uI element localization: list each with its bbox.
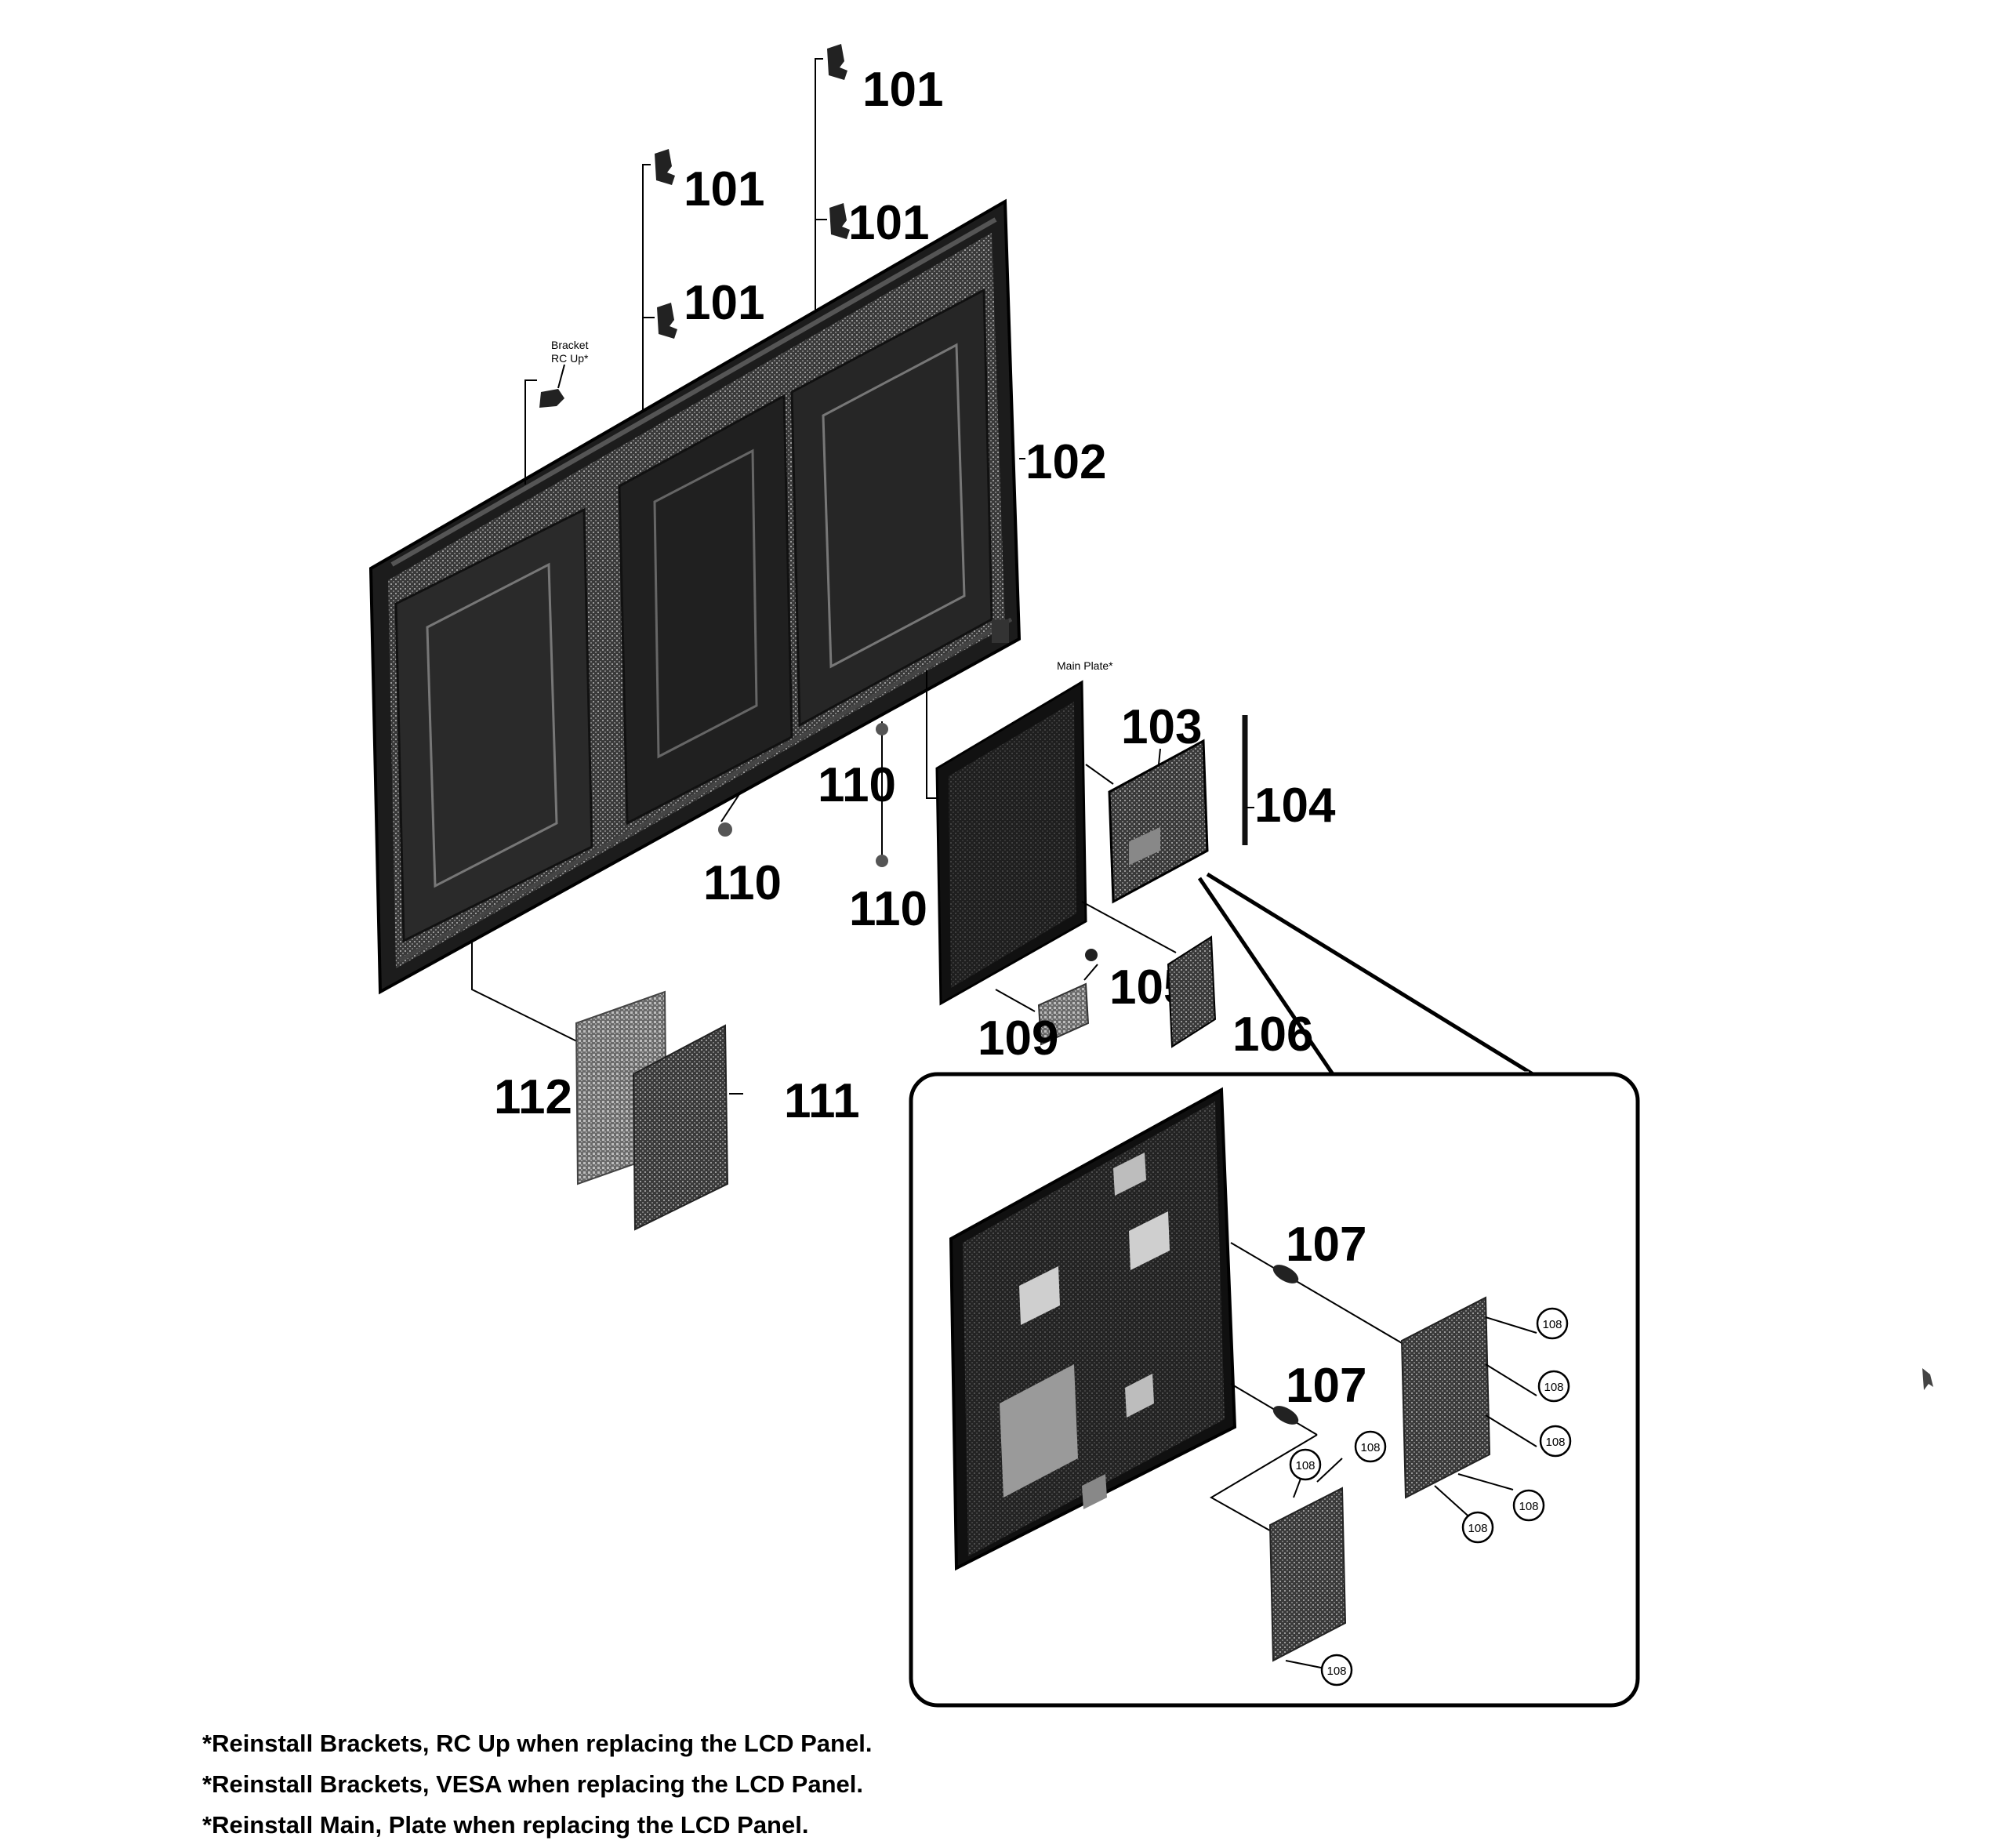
note-main-plate: *Reinstall Main, Plate when replacing th… [202, 1811, 809, 1839]
svg-text:108: 108 [1295, 1459, 1315, 1472]
main-plate [935, 680, 1087, 1006]
main-plate-label: Main Plate* [1057, 659, 1113, 672]
svg-text:108: 108 [1545, 1436, 1565, 1449]
note-brackets-rc-up: *Reinstall Brackets, RC Up when replacin… [202, 1730, 873, 1757]
bracket-rc-up-icon [539, 389, 564, 408]
bracket-101-icon-d [657, 303, 677, 339]
replacement-notes: *Reinstall Brackets, RC Up when replacin… [202, 1723, 872, 1846]
screw-107-b [1272, 1406, 1299, 1425]
callout-104: 104 [1254, 779, 1336, 833]
svg-text:108: 108 [1360, 1441, 1380, 1454]
bracket-101-icon-a [827, 44, 847, 80]
svg-text:108: 108 [1326, 1665, 1346, 1678]
callout-106: 106 [1232, 1008, 1313, 1062]
screw-110-group [718, 721, 888, 867]
svg-text:108: 108 [1544, 1381, 1563, 1394]
detail-main-board [949, 1087, 1237, 1571]
circled-108-4: 108 [1512, 1489, 1545, 1522]
svg-text:108: 108 [1542, 1318, 1562, 1331]
lcd-panel-102 [368, 198, 1022, 995]
board-106 [1167, 935, 1217, 1048]
circled-108-1: 108 [1536, 1307, 1569, 1340]
svg-text:108: 108 [1468, 1522, 1487, 1535]
callout-107-b: 107 [1286, 1359, 1366, 1413]
callout-102: 102 [1025, 435, 1106, 489]
bracket-rc-up-label-line1: Bracket [551, 339, 589, 351]
circled-108-7: 108 [1289, 1448, 1322, 1481]
bracket-rc-up-label-line2: RC Up* [551, 352, 589, 365]
detail-shield-right [1400, 1296, 1491, 1499]
screw-107-a [1272, 1265, 1299, 1283]
callout-101-a: 101 [862, 63, 943, 117]
board-103 [1108, 739, 1209, 904]
circled-108-5: 108 [1461, 1511, 1494, 1544]
callout-110-c: 110 [849, 882, 927, 936]
circled-108-2: 108 [1537, 1370, 1570, 1403]
callout-110-a: 110 [818, 758, 896, 812]
svg-text:108: 108 [1519, 1500, 1538, 1513]
callout-112: 112 [494, 1070, 572, 1124]
circled-108-8: 108 [1320, 1654, 1353, 1686]
sheet-111 [632, 1024, 729, 1231]
detail-shield-lower [1268, 1487, 1347, 1662]
circled-108-3: 108 [1539, 1425, 1572, 1458]
callout-111: 111 [784, 1074, 860, 1128]
callout-101-d: 101 [684, 276, 764, 330]
circled-108-6: 108 [1354, 1430, 1387, 1463]
part-109 [1037, 982, 1090, 1046]
bracket-101-group [524, 58, 827, 485]
detail-zoom-pointer [1197, 872, 1534, 1076]
screw-105 [1085, 949, 1098, 961]
callout-110-b: 110 [703, 856, 782, 910]
callout-107-a: 107 [1286, 1218, 1366, 1272]
callout-109: 109 [978, 1011, 1058, 1066]
note-brackets-vesa: *Reinstall Brackets, VESA when replacing… [202, 1770, 863, 1798]
bracket-101-icon-b [655, 149, 675, 185]
callout-101-c: 101 [848, 196, 929, 250]
stray-mark [1922, 1368, 1933, 1390]
callout-101-b: 101 [684, 162, 764, 216]
callout-103: 103 [1121, 700, 1202, 754]
bracket-101-icon-c [829, 203, 850, 239]
